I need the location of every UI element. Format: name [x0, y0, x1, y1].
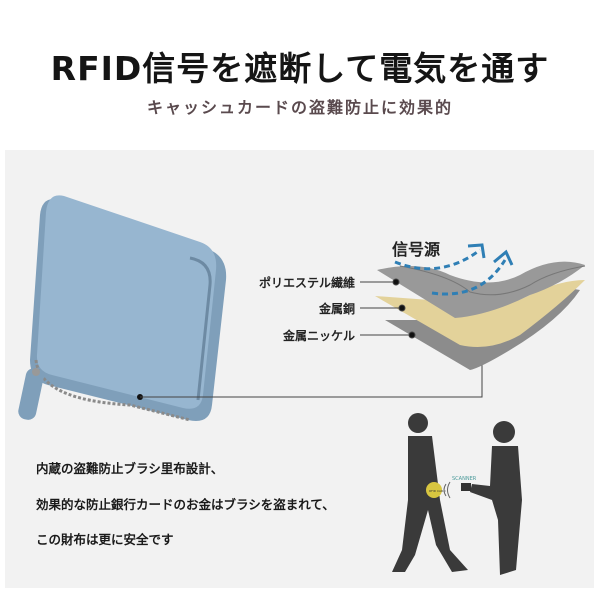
layer-label-copper: 金属銅 — [318, 302, 355, 316]
description-line: この財布は更に安全です — [36, 532, 174, 547]
wireless-signal-icon — [443, 481, 451, 499]
rfid-card-glow — [426, 482, 442, 498]
description-line: 効果的な防止銀行カードのお金はブラシを盗まれて、 — [36, 497, 335, 512]
layer-label-nickel: 金属ニッケル — [282, 329, 355, 343]
card-label: RFID CARD — [429, 489, 446, 493]
page-title: RFID信号を遮断して電気を通す — [50, 49, 550, 88]
signal-source-label: 信号源 — [392, 240, 441, 259]
layer-label-polyester: ポリエステル繊維 — [258, 276, 355, 290]
thief-silhouettes — [392, 413, 522, 575]
wallet-image — [18, 195, 227, 422]
signal-arrow-icons — [394, 243, 514, 296]
description-line: 内蔵の盗難防止ブラシ里布設計、 — [36, 461, 224, 476]
polyester-layer — [377, 261, 585, 318]
scanner-label: SCANNER — [452, 476, 477, 482]
page-subtitle: キャッシュカードの盗難防止に効果的 — [146, 98, 453, 117]
